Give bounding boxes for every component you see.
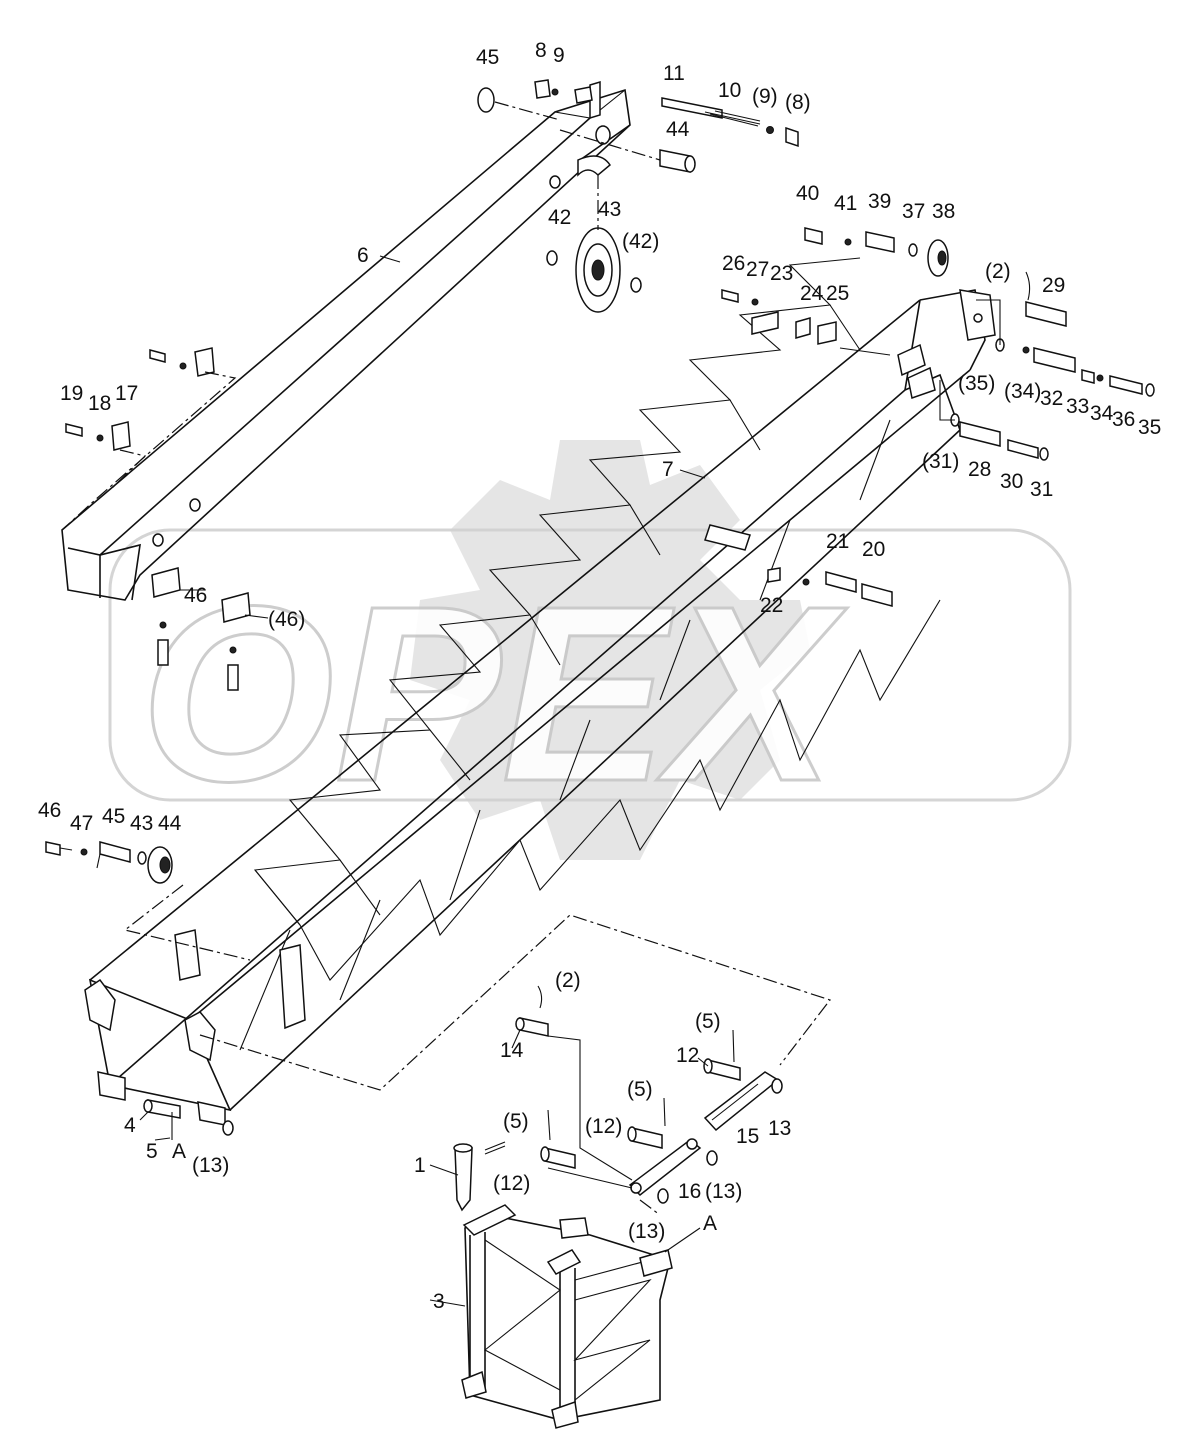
label-7: 7: [662, 458, 674, 481]
label-43: 43: [598, 198, 621, 221]
label-leaders: [139, 255, 709, 1307]
label-18: 18: [88, 392, 111, 415]
label-10: 10: [718, 79, 741, 102]
label-5-ref-b: (5): [627, 1078, 653, 1101]
label-34: 34: [1090, 402, 1114, 425]
label-31: 31: [1030, 478, 1053, 501]
label-16: 16: [678, 1180, 701, 1203]
label-36: 36: [1112, 408, 1135, 431]
label-45-left: 45: [102, 805, 125, 828]
wear-pads-left: [65, 347, 251, 691]
label-5-ref-c: (5): [503, 1110, 529, 1133]
label-46-left: 46: [38, 799, 61, 822]
label-13-ref-b: (13): [628, 1220, 665, 1243]
label-9-ref: (9): [752, 85, 778, 108]
label-13-ref-a: (13): [705, 1180, 742, 1203]
watermark-logo: OPEX: [108, 528, 1072, 835]
label-37: 37: [902, 200, 925, 223]
label-12: 12: [676, 1044, 699, 1067]
label-9: 9: [553, 44, 565, 67]
label-21: 21: [826, 530, 849, 553]
label-15: 15: [736, 1125, 759, 1148]
part-labels: 45 8 9 11 10 (9) (8) 44 43 42 (42) 6 40 …: [38, 39, 1161, 1313]
label-23: 23: [770, 262, 793, 285]
label-28: 28: [968, 458, 991, 481]
label-38: 38: [932, 200, 955, 223]
label-46: 46: [184, 584, 207, 607]
label-44-left: 44: [158, 812, 182, 835]
label-2-ref-bottom: (2): [555, 969, 581, 992]
label-26: 26: [722, 252, 745, 275]
label-13: 13: [768, 1117, 791, 1140]
label-46-ref: (46): [268, 608, 305, 631]
label-33: 33: [1066, 395, 1089, 418]
pin-assembly-mid-right: [767, 567, 893, 607]
label-A-right: A: [703, 1212, 717, 1235]
pin-assembly-left: [45, 841, 173, 884]
label-25: 25: [826, 282, 849, 305]
lower-mast-section: [143, 985, 783, 1429]
label-14: 14: [500, 1039, 524, 1062]
upper-boom-section: [61, 80, 631, 601]
label-11: 11: [663, 62, 685, 85]
label-17: 17: [115, 382, 138, 405]
label-24: 24: [800, 282, 824, 305]
pin-assembly-right-upper: [721, 227, 1155, 461]
label-35-ref: (35): [958, 372, 995, 395]
label-45-top: 45: [476, 46, 499, 69]
label-31-ref: (31): [922, 450, 959, 473]
label-22: 22: [760, 594, 783, 617]
pin-assembly-top: [477, 79, 799, 313]
label-42: 42: [548, 206, 571, 229]
label-4: 4: [124, 1114, 136, 1137]
label-2-ref-top: (2): [985, 260, 1011, 283]
label-A-left: A: [172, 1140, 186, 1163]
label-32: 32: [1040, 387, 1063, 410]
label-43-left: 43: [130, 812, 153, 835]
label-6: 6: [357, 244, 369, 267]
label-41: 41: [834, 192, 857, 215]
label-13-ref-c: (13): [192, 1154, 229, 1177]
label-1: 1: [414, 1154, 426, 1177]
label-40: 40: [796, 182, 819, 205]
label-47: 47: [70, 812, 93, 835]
label-39: 39: [868, 190, 891, 213]
label-19: 19: [60, 382, 83, 405]
watermark-text: OPEX: [140, 554, 848, 833]
lattice-boom: [84, 257, 996, 1126]
label-12-ref-a: (12): [585, 1115, 622, 1138]
label-35: 35: [1138, 416, 1161, 439]
label-34-ref: (34): [1004, 380, 1041, 403]
label-42-ref: (42): [622, 230, 659, 253]
label-12-ref-b: (12): [493, 1172, 530, 1195]
label-44: 44: [666, 118, 690, 141]
leader-lines: [61, 101, 1001, 1216]
label-27: 27: [746, 258, 769, 281]
label-3: 3: [433, 1290, 445, 1313]
label-20: 20: [862, 538, 885, 561]
label-5: 5: [146, 1140, 158, 1163]
label-29: 29: [1042, 274, 1065, 297]
label-30: 30: [1000, 470, 1023, 493]
watermark-gear: [410, 440, 810, 860]
label-5-ref-a: (5): [695, 1010, 721, 1033]
label-8-ref: (8): [785, 91, 811, 114]
label-8: 8: [535, 39, 547, 62]
